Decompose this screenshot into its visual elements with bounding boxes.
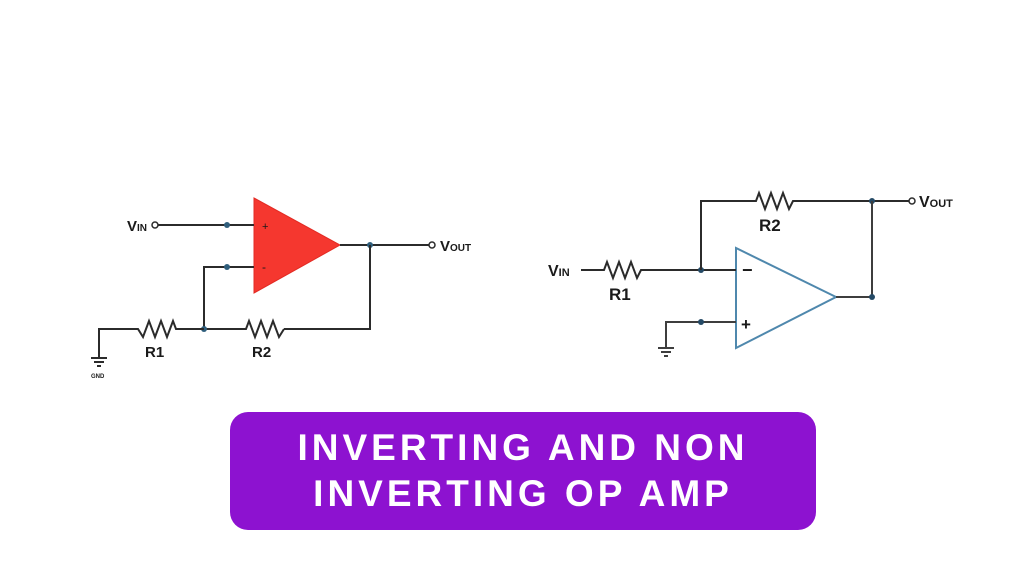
left-minus-node: [224, 264, 230, 270]
left-feedback-wire: [284, 245, 371, 330]
left-r2-label: R2: [252, 344, 271, 361]
banner-line-2: INVERTING OP AMP: [313, 473, 733, 514]
right-r1-resistor: [581, 259, 736, 281]
right-opamp-triangle: [735, 246, 839, 350]
right-r2-resistor: [700, 190, 909, 270]
left-vin-terminal: [151, 221, 159, 229]
right-vin-label: VIN: [548, 263, 570, 280]
non-inverting-circuit: + - VIN VOUT R1 R: [91, 197, 471, 380]
left-minus-wire: [203, 266, 254, 329]
right-ground-icon: [658, 347, 674, 357]
left-vout-terminal: [428, 241, 436, 249]
left-vout-label: VOUT: [440, 238, 471, 255]
left-ground-icon: [91, 357, 107, 367]
title-banner: INVERTING AND NON INVERTING OP AMP: [230, 412, 816, 530]
right-r2-label: R2: [759, 216, 781, 235]
right-plus-wire: [665, 321, 736, 348]
left-r2-resistor: [204, 318, 285, 340]
left-vin-label: VIN: [127, 218, 147, 235]
left-opamp-minus-sign: -: [262, 260, 266, 274]
left-plus-node: [224, 222, 230, 228]
inverting-circuit: − + VIN VOUT R1 R2: [548, 190, 953, 357]
left-opamp-plus-sign: +: [262, 221, 268, 233]
right-vout-label: VOUT: [919, 194, 953, 211]
right-output-node: [869, 294, 875, 300]
left-opamp-triangle: [253, 197, 342, 294]
right-plus-node: [698, 319, 704, 325]
banner-line-1: INVERTING AND NON: [297, 427, 749, 468]
right-vout-terminal: [908, 197, 916, 205]
right-opamp-plus-sign: +: [741, 315, 751, 334]
left-gnd-label: GND: [91, 374, 105, 380]
right-opamp-minus-sign: −: [742, 260, 753, 280]
right-output-wire: [836, 201, 873, 298]
left-r1-label: R1: [145, 344, 164, 361]
left-r1-resistor: [98, 318, 204, 358]
right-r1-label: R1: [609, 285, 631, 304]
